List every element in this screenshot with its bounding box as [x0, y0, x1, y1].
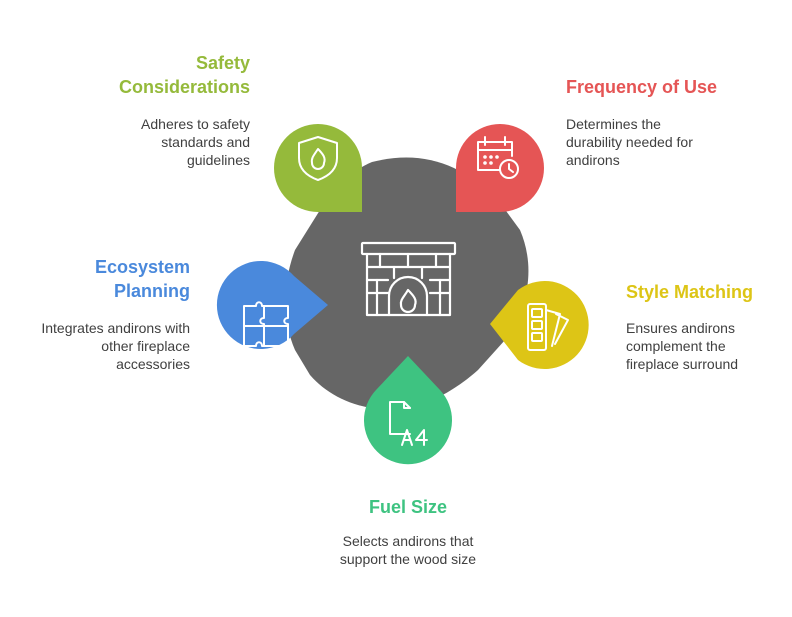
desc-safety-line-1: Adheres to safety: [141, 116, 250, 132]
title-fuel: Fuel Size: [308, 495, 508, 519]
desc-fuel-line-1: Selects andirons that: [342, 533, 474, 549]
puzzle-icon: [243, 301, 289, 347]
desc-ecosystem-line-1: Integrates andirons with: [41, 320, 190, 336]
desc-ecosystem-line-2: other fireplace: [101, 338, 190, 354]
node-ecosystem: [216, 261, 328, 349]
title-safety: Safety Considerations: [80, 51, 250, 99]
title-ecosystem: Ecosystem Planning: [20, 255, 190, 303]
title-safety-line-2: Considerations: [118, 77, 250, 97]
title-style: Style Matching: [626, 280, 786, 304]
node-style-shape: [490, 281, 589, 370]
node-style: [490, 281, 589, 370]
desc-ecosystem-line-3: accessories: [116, 356, 190, 372]
desc-frequency-line-3: andirons: [566, 152, 620, 168]
shield-flame-icon: [298, 136, 338, 181]
desc-safety-line-2: standards and: [161, 134, 250, 150]
desc-style-line-3: fireplace surround: [626, 356, 739, 372]
title-ecosystem-line-1: Ecosystem: [94, 257, 190, 277]
desc-style-line-2: complement the: [626, 338, 726, 354]
node-frequency: [456, 124, 544, 212]
desc-frequency: Determines the durability needed for and…: [566, 115, 776, 169]
desc-safety: Adheres to safety standards and guidelin…: [80, 115, 250, 169]
desc-frequency-line-1: Determines the: [566, 116, 661, 132]
title-frequency-line-1: Frequency of Use: [566, 77, 718, 97]
fireplace-icon: [360, 241, 457, 317]
a4-document-icon: [389, 401, 428, 446]
calendar-clock-icon: [477, 136, 519, 179]
center-shape: [285, 157, 529, 410]
desc-ecosystem: Integrates andirons with other fireplace…: [10, 319, 190, 373]
desc-frequency-line-2: durability needed for: [566, 134, 693, 150]
title-frequency: Frequency of Use: [566, 75, 776, 99]
title-safety-line-1: Safety: [195, 53, 250, 73]
title-ecosystem-line-2: Planning: [114, 281, 190, 301]
desc-safety-line-3: guidelines: [186, 152, 250, 168]
node-safety: [274, 124, 362, 212]
desc-fuel: Selects andirons that support the wood s…: [298, 532, 518, 568]
node-fuel: [364, 356, 453, 465]
title-fuel-line-1: Fuel Size: [368, 497, 448, 517]
title-style-line-1: Style Matching: [626, 282, 754, 302]
desc-style-line-1: Ensures andirons: [626, 320, 735, 336]
node-fuel-shape: [364, 356, 453, 465]
desc-style: Ensures andirons complement the fireplac…: [626, 319, 786, 373]
color-swatch-icon: [527, 303, 569, 351]
desc-fuel-line-2: support the wood size: [339, 551, 477, 567]
